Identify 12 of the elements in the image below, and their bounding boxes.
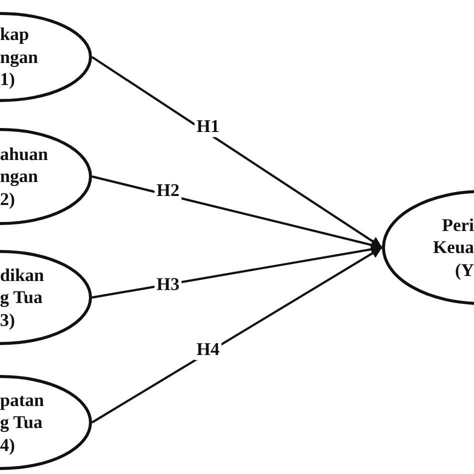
- node-label: patan g Tua 4): [0, 388, 46, 456]
- arrow: [92, 244, 382, 299]
- arrow: [91, 56, 383, 248]
- node-label: dikan g Tua 3): [0, 264, 46, 331]
- arrow: [92, 175, 382, 250]
- edge-label: H2: [154, 181, 182, 201]
- node-label: ahuan ngan 2): [0, 142, 50, 210]
- node-label: Peri Keua (Y: [432, 214, 474, 281]
- arrow: [91, 246, 383, 424]
- edge-label: H1: [194, 117, 222, 137]
- node-label: kap ngan 1): [0, 23, 40, 90]
- edge-label: H4: [194, 340, 222, 360]
